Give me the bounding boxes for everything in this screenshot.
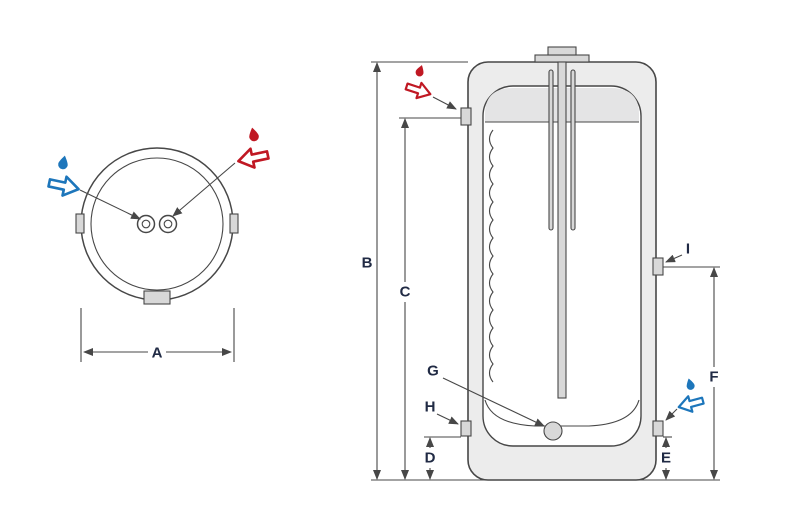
dimension-label-f: F [709,369,718,386]
cold-water-flow-arrow-icon [671,375,707,416]
hot-water-flow-arrow-icon [230,124,272,172]
dimension-label-a: A [152,345,163,362]
dimension-label-c: C [400,284,411,301]
dimension-e: E [657,437,675,480]
flange-cap [547,46,577,56]
hot-water-flow-arrow-icon [403,61,440,103]
hot-connection-leader [432,96,457,110]
dimension-d: D [421,437,439,480]
vessel-bottom-seam [484,399,640,427]
upper-left-connection [460,107,472,126]
cold-connection-port [136,214,156,234]
callout-label-g: G [427,363,439,380]
callout-h: H [425,399,459,425]
tank-outer-circle [80,147,234,301]
dimension-f: F [705,267,723,480]
bottom-boss [143,290,171,305]
dimension-label-e: E [661,450,671,467]
hot-leader-arrow [172,162,236,217]
tank-inner-circle [90,157,224,291]
right-middle-connection [652,257,664,276]
dimension-label-b: B [362,255,373,272]
hot-connection-port-inner [163,219,173,229]
dimension-label-d: D [425,450,436,467]
hot-connection-port [158,214,178,234]
bottom-boss-circle [543,421,563,441]
lower-left-connection [460,420,472,437]
element-tube-right [570,69,576,231]
flange-plate [534,54,590,63]
lower-right-connection [652,420,664,437]
dimension-b: B [362,62,381,480]
cold-connection-port-inner [141,219,151,229]
dimension-a: A [80,308,235,362]
right-bracket [229,213,239,234]
top-view: A [45,124,272,362]
dimension-c: C [396,118,414,480]
cold-leader-arrow [79,189,141,220]
cold-connection-leader [665,408,678,421]
callout-label-i: I [686,241,690,258]
side-view: G H I B C D [362,46,723,481]
callout-g: G [427,363,545,427]
left-bracket [75,213,85,234]
immersion-rod [557,61,567,399]
element-tube-left [548,69,554,231]
callout-i: I [665,241,690,263]
corrugated-coil-wall [488,129,494,383]
callout-label-h: H [425,399,436,416]
cold-water-flow-arrow-icon [45,152,87,200]
